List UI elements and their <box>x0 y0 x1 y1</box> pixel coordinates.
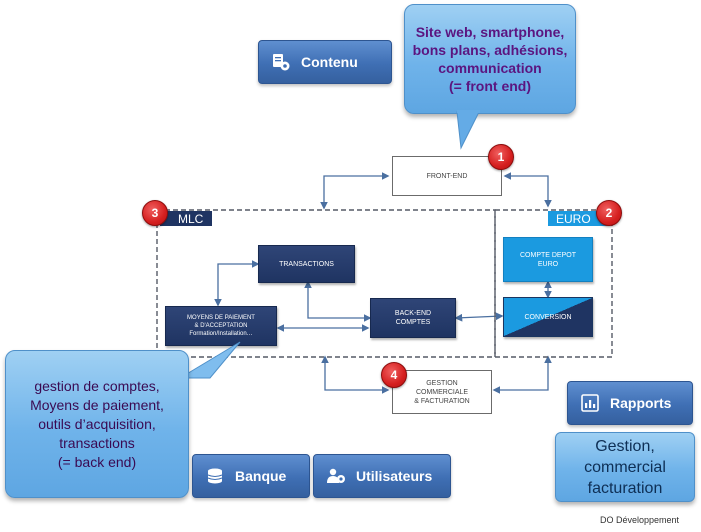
callout-line: Site web, smartphone, <box>415 24 565 40</box>
callout-tail <box>456 110 480 150</box>
badge-2: 2 <box>596 200 622 226</box>
footer-credit: DO Développement <box>600 515 680 525</box>
back-end-line: COMPTES <box>395 319 431 326</box>
bank-coins-icon <box>207 468 223 484</box>
front-end-box: FRONT-END <box>392 156 502 196</box>
compte-depot-line: COMPTE DEPOT <box>519 251 576 259</box>
euro-region <box>494 209 613 358</box>
gestion-box: GESTION COMMERCIALE & FACTURATION <box>392 370 492 414</box>
banque-label: Banque <box>235 468 287 484</box>
front-end-callout: Site web, smartphone, bons plans, adhési… <box>404 4 576 114</box>
moyens-box: MOYENS DE PAIEMENT & D'ACCEPTATION Forma… <box>165 306 277 346</box>
moyens-line: Formation/Installation… <box>189 331 253 337</box>
back-end-callout: gestion de comptes, Moyens de paiement, … <box>5 350 189 498</box>
rapports-label: Rapports <box>610 395 672 411</box>
callout-line: facturation <box>587 479 663 497</box>
moyens-line: & D'ACCEPTATION <box>194 323 248 329</box>
callout-line: (= back end) <box>57 453 137 470</box>
gestion-line: GESTION <box>426 379 458 387</box>
callout-line: gestion de comptes, <box>34 377 160 394</box>
transactions-label: TRANSACTIONS <box>279 260 334 268</box>
mlc-label: MLC <box>178 211 204 226</box>
badge-number: 4 <box>390 368 398 382</box>
gestion-line: COMMERCIALE <box>415 388 469 396</box>
rapports-button[interactable]: Rapports <box>567 381 693 425</box>
compte-depot-box: COMPTE DEPOT EURO <box>503 237 593 282</box>
users-gear-icon <box>327 468 345 483</box>
back-end-line: BACK-END <box>394 310 432 317</box>
badge-number: 2 <box>605 206 613 220</box>
moyens-line: MOYENS DE PAIEMENT <box>187 315 255 321</box>
content-gear-icon <box>273 54 290 71</box>
utilisateurs-label: Utilisateurs <box>356 468 433 484</box>
back-end-box: BACK-END COMPTES <box>370 298 456 338</box>
badge-number: 1 <box>497 150 505 164</box>
callout-line: outils d’acquisition, <box>38 415 156 432</box>
badge-3: 3 <box>142 200 168 226</box>
euro-label: EURO <box>556 211 591 226</box>
conversion-label: CONVERSION <box>524 313 572 321</box>
euro-tag: EURO <box>548 211 610 226</box>
mlc-tag: MLC <box>160 211 212 226</box>
callout-line: Gestion, <box>595 437 655 455</box>
callout-line: Moyens de paiement, <box>30 396 164 413</box>
front-end-label: FRONT-END <box>426 172 468 180</box>
callout-line: commercial <box>584 458 666 476</box>
report-chart-icon <box>581 394 599 412</box>
callout-line: communication <box>438 60 542 76</box>
callout-line: transactions <box>59 434 135 451</box>
gestion-line: & FACTURATION <box>414 397 470 405</box>
compte-depot-line: EURO <box>537 260 559 268</box>
conversion-box: CONVERSION <box>503 297 593 337</box>
badge-4: 4 <box>381 362 407 388</box>
mlc-region <box>156 209 496 358</box>
contenu-label: Contenu <box>301 54 358 70</box>
callout-line: (= front end) <box>448 78 532 94</box>
badge-1: 1 <box>488 144 514 170</box>
utilisateurs-button[interactable]: Utilisateurs <box>313 454 451 498</box>
gestion-callout: Gestion, commercial facturation <box>555 432 695 502</box>
transactions-box: TRANSACTIONS <box>258 245 355 283</box>
callout-line: bons plans, adhésions, <box>412 42 568 58</box>
contenu-button[interactable]: Contenu <box>258 40 392 84</box>
banque-button[interactable]: Banque <box>192 454 310 498</box>
badge-number: 3 <box>151 206 159 220</box>
back-end-callout-tail <box>178 341 241 379</box>
